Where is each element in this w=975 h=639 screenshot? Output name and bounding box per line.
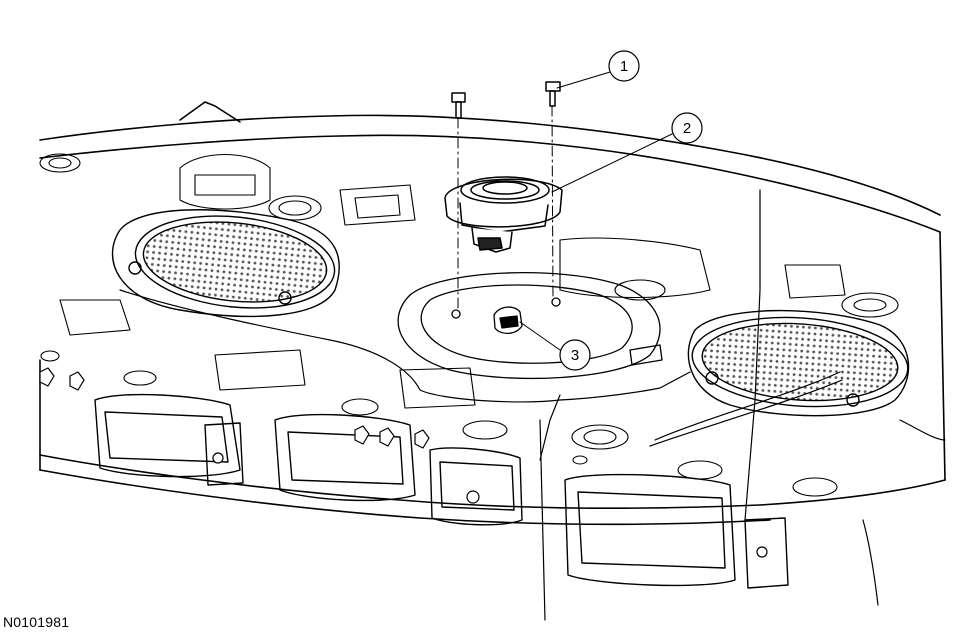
- parcel-shelf-outline: [39, 101, 946, 526]
- left-speaker-assembly: [111, 209, 340, 318]
- callout-2: 2: [671, 112, 703, 144]
- callout-3: 3: [559, 339, 591, 371]
- center-speaker-mount: [397, 272, 663, 380]
- right-speaker-assembly: [687, 309, 910, 417]
- bolt-left: [451, 92, 466, 119]
- callout-3-number: 3: [571, 347, 579, 364]
- wiring-harness: [119, 189, 946, 621]
- shelf-clips: [39, 367, 768, 558]
- callout-2-number: 2: [683, 120, 691, 137]
- trunk-panel-openings: [94, 393, 789, 589]
- bolt-right: [545, 81, 561, 107]
- leader-lines: [519, 71, 673, 351]
- installation-centerlines: [457, 105, 554, 313]
- callout-1: 1: [608, 50, 640, 82]
- speaker-item: [444, 176, 563, 253]
- callout-1-number: 1: [620, 58, 628, 75]
- figure-id-label: N0101981: [3, 614, 70, 630]
